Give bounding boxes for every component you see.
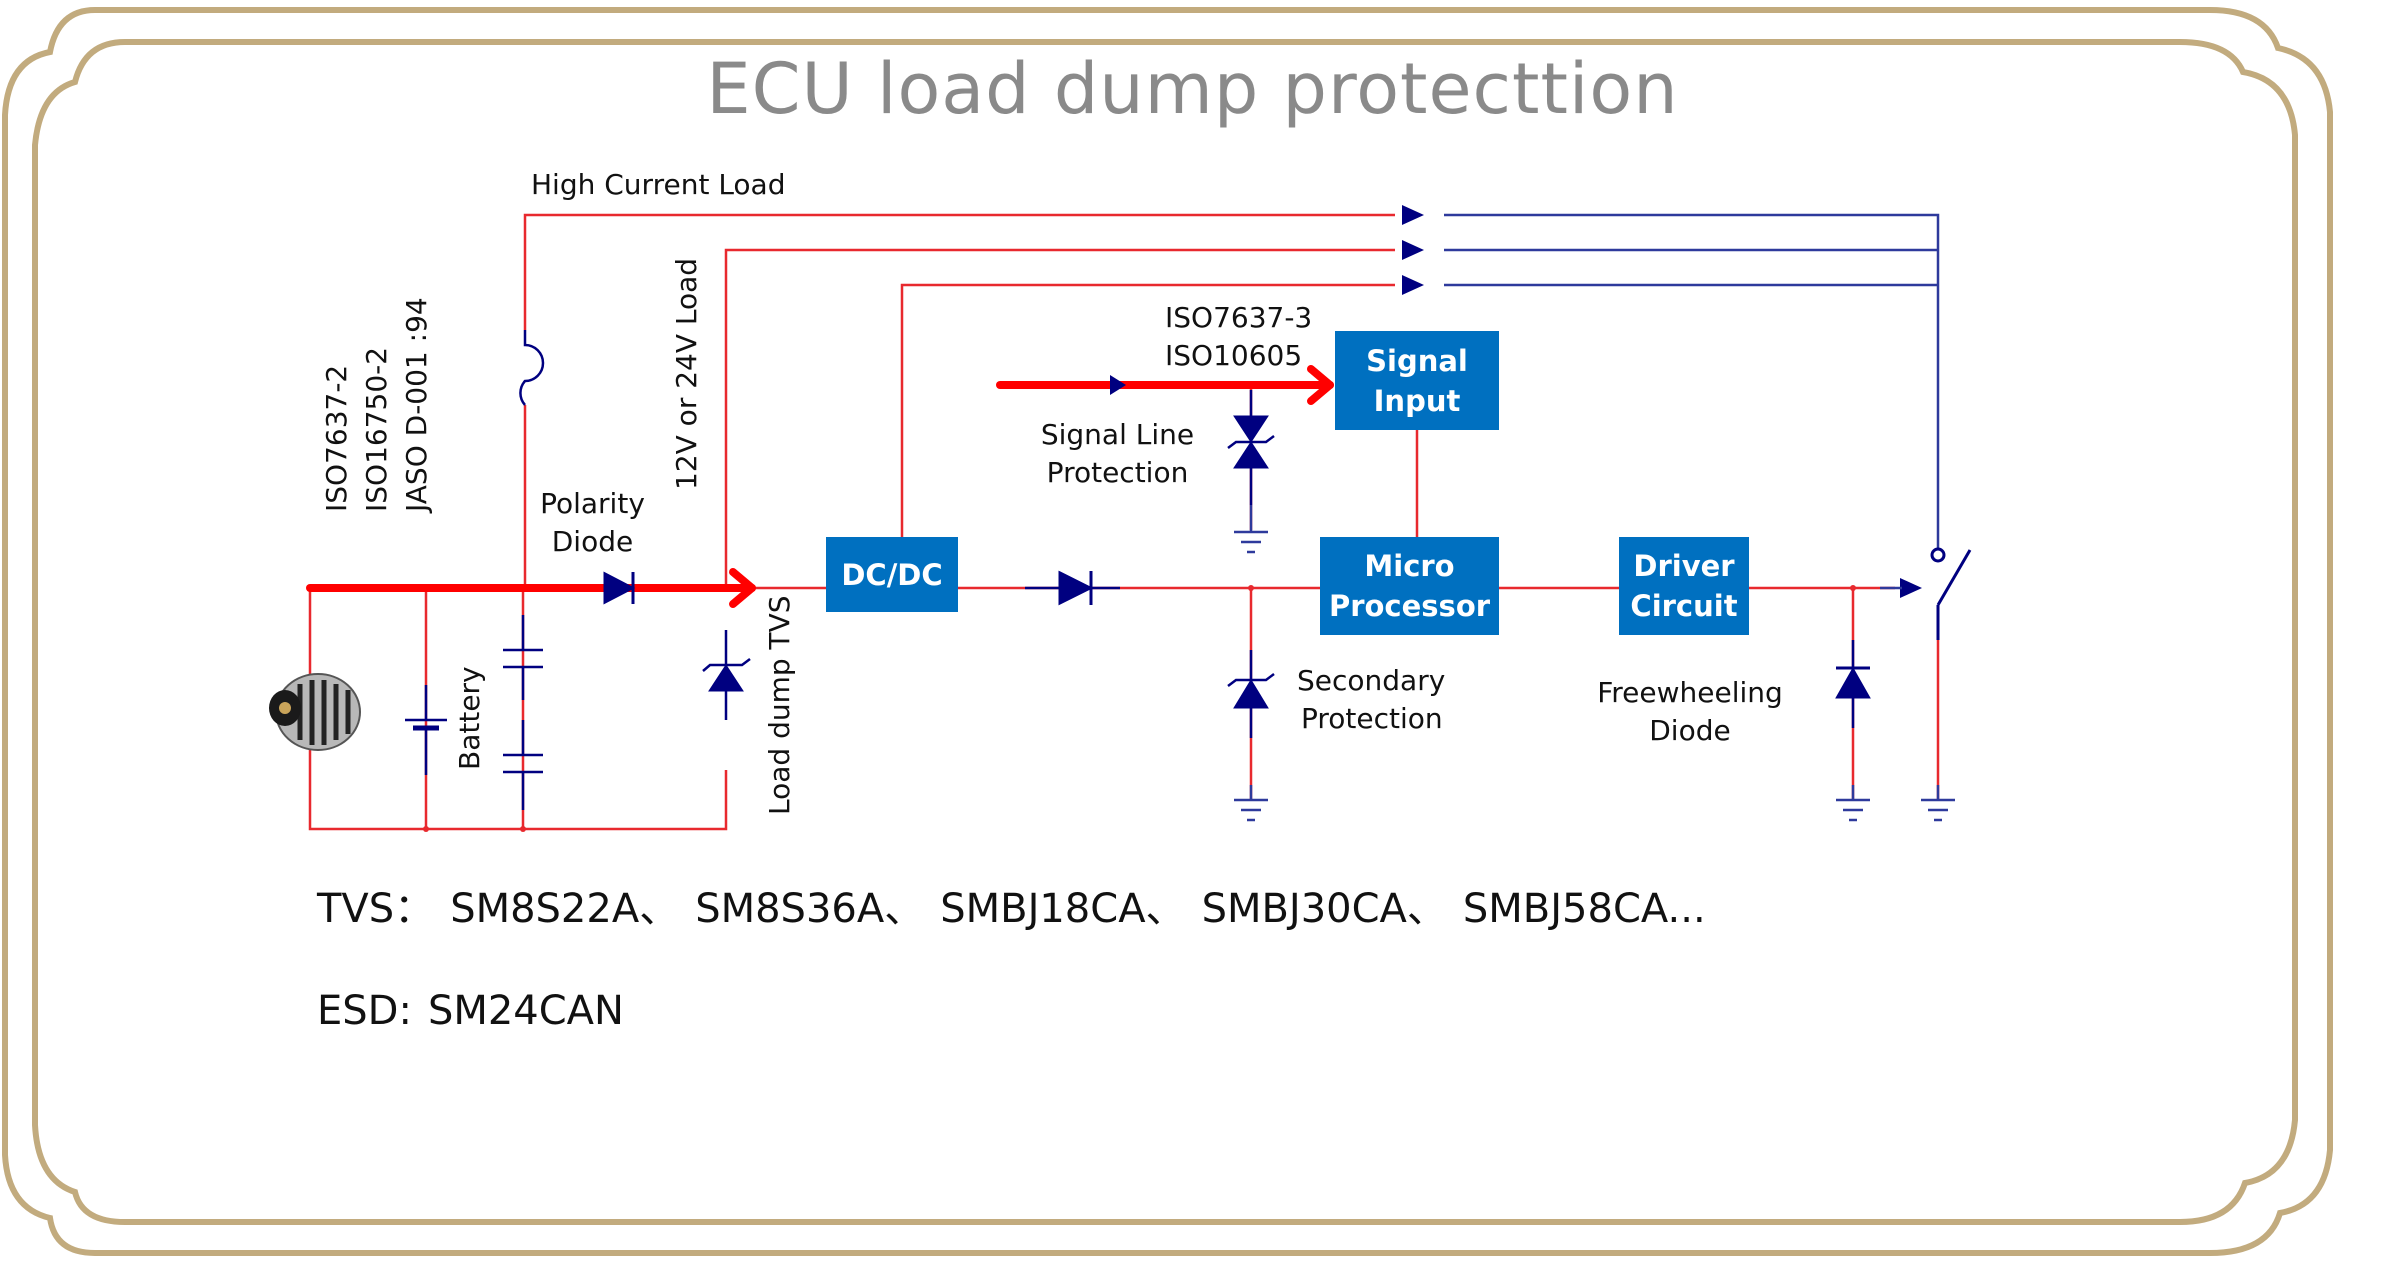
fuse-icon — [519, 330, 545, 406]
ground-icon — [1836, 785, 1870, 822]
tvs-part: SMBJ58CA... — [1462, 886, 1706, 932]
junction-dot — [520, 826, 526, 832]
label-high-current-load: High Current Load — [531, 168, 786, 201]
label-freewheeling-diode: Freewheeling Diode — [1590, 674, 1790, 750]
esd-part: SM24CAN — [427, 988, 624, 1034]
label-standard-jaso: JASO D-001 :94 — [400, 297, 433, 512]
wire-dcdc-load — [900, 283, 1395, 537]
block-signal-input-line1: Signal — [1366, 343, 1468, 378]
label-signal-line-protection-line1: Signal Line — [1040, 418, 1195, 451]
tvs-label: TVS： — [317, 886, 435, 932]
block-dcdc-label: DC/DC — [841, 557, 943, 592]
load-arrow-icon — [1402, 275, 1424, 295]
load-dump-tvs-icon — [702, 630, 751, 720]
label-freewheeling-diode-line1: Freewheeling — [1597, 676, 1783, 709]
block-micro-processor-line2: Processor — [1328, 589, 1491, 623]
label-secondary-protection-line2: Protection — [1301, 702, 1443, 735]
return-line-1 — [1444, 213, 1940, 548]
label-battery: Battery — [453, 666, 486, 770]
label-polarity-diode-line1: Polarity — [540, 487, 645, 520]
ground-icon — [1234, 505, 1268, 554]
load-arrow-icon — [1402, 240, 1424, 260]
freewheeling-diode-icon — [1835, 640, 1871, 728]
block-signal-input-line2: Input — [1373, 383, 1461, 418]
label-freewheeling-diode-line2: Diode — [1649, 714, 1731, 747]
alternator-icon — [269, 673, 361, 751]
label-polarity-diode: Polarity Diode — [520, 485, 665, 561]
block-driver-circuit-line2: Circuit — [1630, 589, 1738, 623]
block-micro-processor-line1: Micro — [1364, 549, 1455, 583]
esd-label: ESD: — [317, 988, 412, 1034]
signal-path-arrow-head — [1307, 365, 1334, 405]
battery-icon — [405, 685, 447, 775]
dcdc-diode-icon — [1025, 570, 1120, 606]
wire-ground-return — [308, 588, 728, 831]
junction-dot — [1850, 585, 1856, 591]
block-dcdc: DC/DC — [826, 537, 958, 612]
block-driver-circuit-line1: Driver — [1633, 549, 1735, 583]
label-polarity-diode-line2: Diode — [551, 525, 634, 558]
block-driver-circuit: Driver Circuit — [1619, 537, 1749, 635]
label-standard-iso16750-2: ISO16750-2 — [360, 346, 393, 512]
tvs-part: SMBJ18CA、 — [940, 886, 1186, 932]
label-secondary-protection-line1: Secondary — [1297, 664, 1446, 697]
label-signal-line-protection-line2: Protection — [1046, 456, 1189, 489]
label-load-dump-tvs: Load dump TVS — [763, 595, 796, 815]
outer-frame-border — [2, 7, 2333, 1256]
wire-12v-24v-load — [724, 248, 1395, 588]
switch-arrow-icon — [1900, 578, 1922, 598]
block-signal-input: Signal Input — [1335, 331, 1499, 430]
ground-icon — [1234, 785, 1268, 822]
label-standard-iso7637-2: ISO7637-2 — [320, 364, 353, 512]
load-arrow-icon — [1402, 205, 1424, 225]
label-secondary-protection: Secondary Protection — [1297, 662, 1445, 738]
ground-icon — [1921, 785, 1955, 822]
switch-icon — [1930, 547, 1972, 640]
tvs-part-list: TVS： SM8S22A、 SM8S36A、 SMBJ18CA、 SMBJ30CA、 SM… — [317, 876, 1722, 934]
capacitor-icon — [503, 720, 543, 810]
page-title: ECU load dump protecttion — [706, 48, 1679, 130]
label-iso7637-3: ISO7637-3 — [1165, 301, 1313, 334]
tvs-part: SM8S36A、 — [695, 886, 925, 932]
esd-part-list: ESD: SM24CAN — [317, 988, 640, 1034]
capacitor-icon — [503, 615, 543, 700]
power-path-arrow-head — [729, 568, 756, 608]
junction-dot — [423, 826, 429, 832]
polarity-diode-icon — [603, 571, 636, 605]
signal-line-tvs-icon — [1227, 390, 1275, 505]
junction-dot — [1248, 585, 1254, 591]
inner-frame-border — [32, 39, 2298, 1225]
signal-direction-arrow-icon — [1110, 375, 1126, 395]
label-iso10605: ISO10605 — [1165, 339, 1303, 372]
label-signal-line-protection: Signal Line Protection — [1030, 416, 1205, 492]
label-12v-24v-load: 12V or 24V Load — [670, 257, 703, 490]
block-micro-processor: Micro Processor — [1320, 537, 1499, 635]
tvs-part: SM8S22A、 — [450, 886, 680, 932]
label-signal-standards: ISO7637-3 ISO10605 — [1165, 299, 1312, 375]
tvs-part: SMBJ30CA、 — [1201, 886, 1447, 932]
secondary-tvs-icon — [1227, 650, 1275, 738]
wire-high-current-load-top — [523, 213, 1395, 330]
